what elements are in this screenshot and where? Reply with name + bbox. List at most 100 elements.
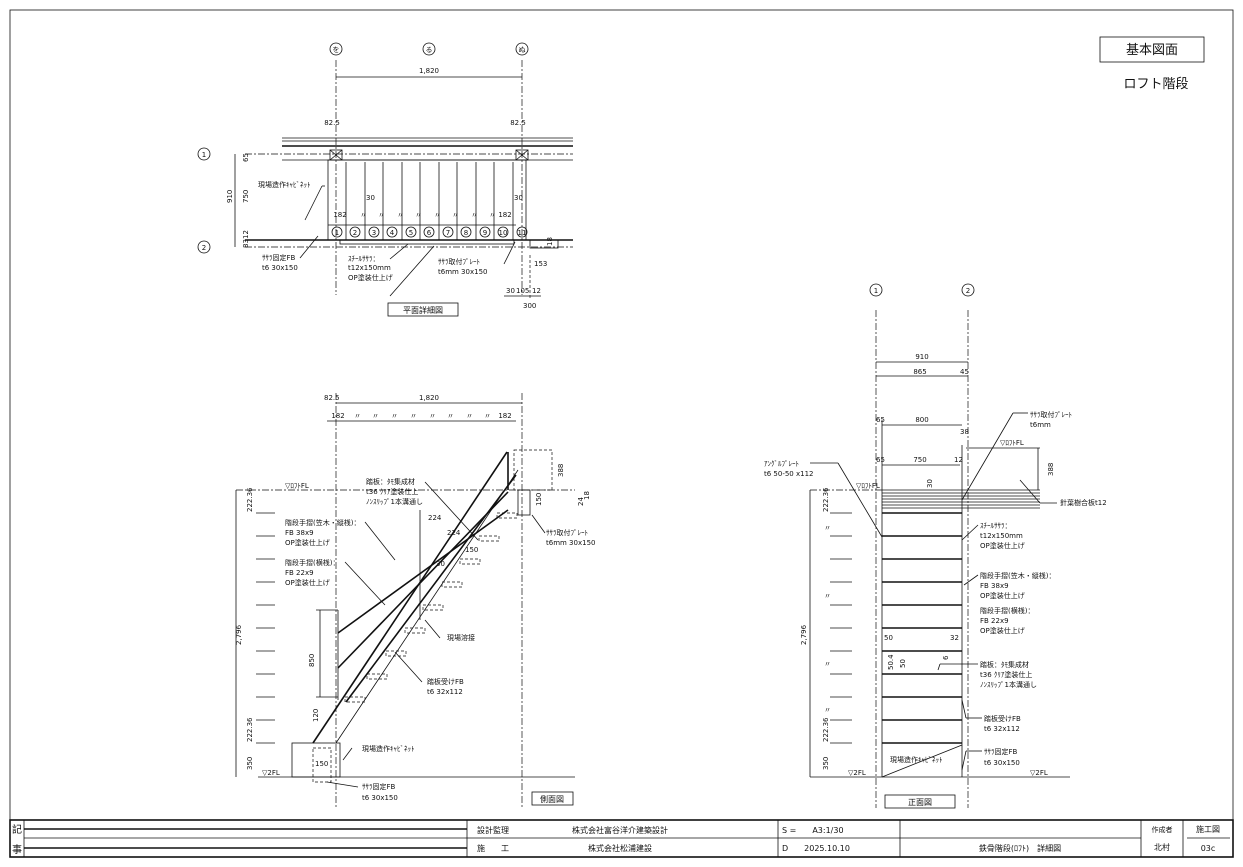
drawing-label: t6 30x150 xyxy=(984,759,1020,767)
drawing-line xyxy=(328,162,516,240)
drawing-label: ぬ xyxy=(519,46,526,54)
drawing-line xyxy=(496,512,518,519)
drawing-label: 32 xyxy=(950,634,959,642)
drawing-line xyxy=(386,226,398,238)
drawing-label: 〃 xyxy=(484,412,491,420)
drawing-label: 750 xyxy=(242,190,250,203)
drawing-line xyxy=(342,747,353,761)
drawing-label: 222.36 xyxy=(822,487,830,512)
drawing-label: 50 xyxy=(884,634,893,642)
drawing-label: 1 xyxy=(874,287,878,295)
drawing-label: 388 xyxy=(1047,463,1055,476)
drawing-label: 踏板：ﾀﾓ集成材 xyxy=(366,477,415,486)
drawing-line xyxy=(441,581,463,588)
drawing-line xyxy=(517,489,531,516)
drawing-line xyxy=(961,524,979,541)
drawing-line xyxy=(364,521,396,561)
drawing-label: 〃 xyxy=(372,412,379,420)
drawing-label: FB 22x9 xyxy=(980,617,1009,625)
drawing-label: 182 xyxy=(333,211,346,219)
drawing-label: 350 xyxy=(822,757,830,770)
drawing-label: t6 32x112 xyxy=(427,688,463,696)
drawing-label: 83 xyxy=(242,239,250,248)
drawing-label: OP塗装仕上げ xyxy=(980,541,1025,550)
plan-title-box xyxy=(387,302,459,317)
drawing-label: 〃 xyxy=(378,211,385,219)
drawing-label: 03c xyxy=(1201,844,1216,853)
drawing-label: OP塗装仕上げ xyxy=(285,538,330,547)
drawing-label: 4 xyxy=(390,229,395,237)
drawing-label: t6 32x112 xyxy=(984,725,1020,733)
drawing-label: S = A3:1/30 xyxy=(782,826,844,835)
drawing-label: 〃 xyxy=(824,706,831,714)
drawing-label: 踏板：ﾀﾓ集成材 xyxy=(980,660,1029,669)
drawing-label: 30 xyxy=(506,287,515,295)
drawing-line xyxy=(331,226,343,238)
grid-markers: を る ぬ 1 2 xyxy=(197,42,529,254)
drawing-line xyxy=(9,819,1234,858)
drawing-line xyxy=(424,619,441,639)
drawing-label: ｻｻﾗ取付ﾌﾟﾚｰﾄ xyxy=(1030,410,1072,419)
drawing-label: 〃 xyxy=(429,412,436,420)
drawing-label: る xyxy=(426,46,433,54)
drawing-label: ｻｻﾗ固定FB xyxy=(362,782,396,791)
drawing-line xyxy=(881,744,963,778)
drawing-label: 〃 xyxy=(397,211,404,219)
drawing-label: ｻｻﾗ固定FB xyxy=(262,253,296,262)
drawing-label: 〃 xyxy=(824,592,831,600)
drawing-line xyxy=(961,750,967,771)
drawing-line xyxy=(337,491,509,669)
drawing-label: 階段手摺(笠木・縦桟)： xyxy=(285,518,360,527)
drawing-label: 1 xyxy=(202,151,206,159)
drawing-label: 910 xyxy=(226,190,234,203)
drawing-label: t6 50-50 x112 xyxy=(764,470,814,478)
drawing-line xyxy=(337,509,509,634)
drawing-label: 6 xyxy=(427,229,432,237)
drawing-label: ▽2FL xyxy=(262,769,280,777)
drawing-label: 850 xyxy=(308,654,316,667)
drawing-label: 8 xyxy=(464,229,468,237)
drawing-line xyxy=(515,42,529,56)
drawing-label: 18 xyxy=(546,237,554,246)
drawing-line xyxy=(405,226,417,238)
sheet-header: 基本図面 ロフト階段 xyxy=(1099,36,1205,92)
drawing-label: t12x150mm xyxy=(348,264,391,272)
drawing-label: 階段手摺(横桟)： xyxy=(980,606,1034,615)
front-title-box xyxy=(884,794,956,809)
drawing-label: 施工図 xyxy=(1196,824,1220,834)
sheet-type: 基本図面 xyxy=(1126,43,1178,58)
drawing-line xyxy=(197,147,211,161)
drawing-label: 800 xyxy=(915,416,928,424)
drawing-label: 施 工 xyxy=(477,843,509,853)
drawing-line xyxy=(837,462,883,538)
drawing-line xyxy=(335,469,519,744)
drawing-label: 現場造作ｷｬﾋﾞﾈｯﾄ xyxy=(890,755,943,764)
drawing-label: 182 xyxy=(498,211,511,219)
drawing-label: 910 xyxy=(915,353,928,361)
drawing-label: 〃 xyxy=(471,211,478,219)
type-box xyxy=(1099,36,1205,63)
drawing-label: 10 xyxy=(499,229,508,237)
drawing-label: 設計監理 xyxy=(477,825,509,835)
drawing-line xyxy=(497,226,509,238)
drawing-label: 鉄骨階段(ﾛﾌﾄ) 詳細図 xyxy=(979,843,1061,853)
drawing-label: 事 xyxy=(12,843,22,856)
drawing-line xyxy=(344,512,518,703)
drawing-label: 222.36 xyxy=(246,487,254,512)
drawing-line xyxy=(961,283,975,297)
drawing-line xyxy=(366,673,388,680)
drawing-label: 〃 xyxy=(489,211,496,219)
side-view: 1,820 82.5 182 182 〃〃 〃〃 〃〃 〃〃 ▽ﾛﾌﾄFL ▽2… xyxy=(235,393,595,808)
drawing-label: 現場溶接 xyxy=(447,633,475,642)
drawing-label: 150 xyxy=(535,493,543,506)
drawing-label: 2,796 xyxy=(235,624,243,645)
drawing-label: 〃 xyxy=(824,524,831,532)
drawing-label: OP塗装仕上げ xyxy=(348,273,393,282)
drawing-label: 〃 xyxy=(354,412,361,420)
drawing-label: 2 xyxy=(966,287,970,295)
drawing-label: 182 xyxy=(331,412,344,420)
drawing-label: 記 xyxy=(12,823,22,836)
drawing-line xyxy=(478,535,500,542)
drawing-label: ▽ﾛﾌﾄFL xyxy=(1000,439,1024,447)
drawing-label: t12x150mm xyxy=(980,532,1023,540)
